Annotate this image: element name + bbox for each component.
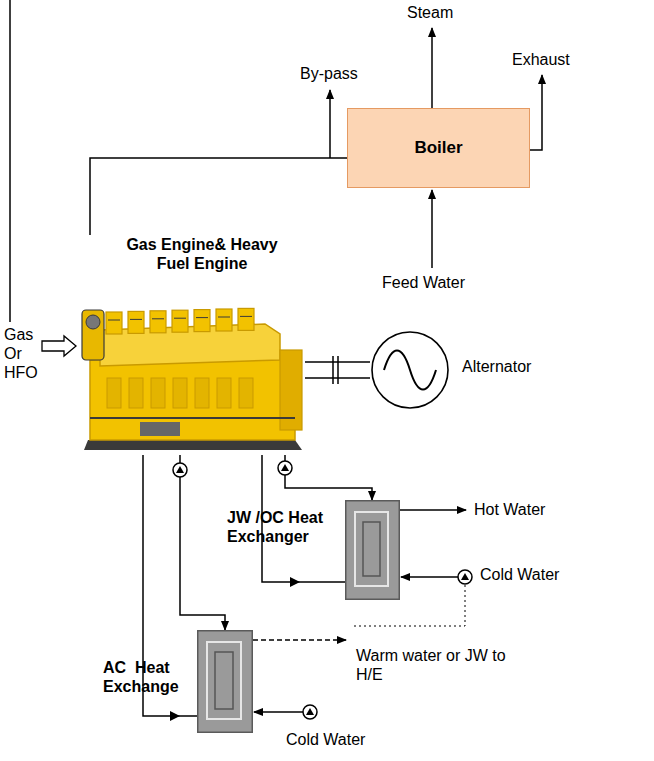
crankcase-door [129, 378, 143, 408]
cylinder-head [172, 310, 188, 332]
pump [303, 705, 317, 719]
exchanger-tube [363, 522, 380, 576]
alternator-circle: Alternator [370, 330, 450, 410]
cylinder-head [106, 312, 122, 334]
warm-water-pipe [253, 639, 346, 641]
heat-exchanger: JW /OC Heat Exchanger [345, 500, 400, 600]
fuel-arrow [42, 336, 76, 356]
cylinder-detail [218, 317, 230, 318]
cylinder-head [238, 308, 254, 330]
oil-pan-line [90, 417, 295, 419]
engine-base [84, 440, 302, 450]
flow-label: Hot Water [474, 500, 574, 519]
cylinder-head [128, 311, 144, 333]
pump [458, 570, 472, 584]
flow-label: Gas Or HFO [4, 325, 40, 383]
exchanger-tube [355, 512, 388, 586]
flow-arrow [290, 577, 300, 587]
cylinder-head [150, 311, 166, 333]
flow-label: Warm water or JW to H/E [356, 646, 526, 684]
crankcase-door [195, 378, 209, 408]
pipe-connector [180, 455, 225, 630]
cylinder-head [216, 309, 232, 331]
flow-label: By-pass [300, 64, 370, 83]
frame-line [9, 0, 11, 322]
cylinder-detail [196, 317, 208, 318]
exchanger-tube [207, 642, 241, 719]
pump [173, 463, 187, 477]
coupling [332, 356, 334, 384]
engine-illustration [80, 290, 305, 455]
exchanger-shell [346, 501, 400, 600]
crankcase-door [239, 378, 253, 408]
cylinder-detail [130, 319, 142, 320]
exchanger-body [345, 500, 400, 600]
cylinder-detail [152, 318, 164, 319]
bypass-pipe [329, 90, 331, 158]
engine: Gas Engine& Heavy Fuel Engine [80, 235, 305, 455]
flow-arrow [170, 711, 180, 721]
cylinder-detail [108, 320, 120, 321]
flow-label: Cold Water [286, 730, 386, 749]
node-text: AC Heat Exchange [103, 658, 191, 696]
crankcase-door [217, 378, 231, 408]
crankcase-door [107, 378, 121, 408]
ac-return-pipe [143, 455, 197, 716]
alternator-outline [372, 332, 448, 408]
node-text: Boiler [414, 138, 462, 158]
pipe-connector [90, 158, 347, 235]
exchanger-tube [215, 652, 233, 709]
engine-detail [140, 422, 180, 436]
coupling [337, 356, 339, 384]
pipe-connector [285, 455, 372, 500]
boiler-box: Boiler [347, 108, 530, 188]
cold-water-pipe [401, 576, 458, 578]
feedwater-pipe [431, 190, 433, 268]
pump-symbol [306, 708, 314, 715]
exhaust-pipe [530, 75, 542, 150]
flow-label: Cold Water [480, 565, 580, 584]
crankcase-door [173, 378, 187, 408]
cylinder-detail [174, 318, 186, 319]
sine-wave [384, 351, 436, 390]
turbocharger [82, 310, 104, 360]
turbocharger [86, 315, 100, 329]
exchanger-shell [198, 631, 253, 733]
cylinder-head [194, 310, 210, 332]
flow-label: Feed Water [382, 273, 482, 292]
node-text: JW /OC Heat Exchanger [227, 508, 339, 546]
pump-symbol [176, 466, 184, 473]
cold-water-pipe [254, 711, 303, 713]
crankcase-door [151, 378, 165, 408]
flow-label: Exhaust [512, 50, 592, 69]
node-text: Gas Engine& Heavy Fuel Engine [112, 235, 292, 273]
pump-symbol [281, 464, 289, 471]
pump [278, 461, 292, 475]
node-text: Alternator [462, 358, 531, 376]
hot-water-pipe [400, 509, 466, 511]
steam-pipe [431, 28, 433, 108]
exchanger-body [197, 630, 253, 733]
flow-label: Steam [407, 3, 467, 22]
alternator-symbol [370, 330, 450, 410]
heat-exchanger: AC Heat Exchange [197, 630, 253, 733]
pump-symbol [461, 573, 469, 580]
cylinder-detail [240, 316, 252, 317]
